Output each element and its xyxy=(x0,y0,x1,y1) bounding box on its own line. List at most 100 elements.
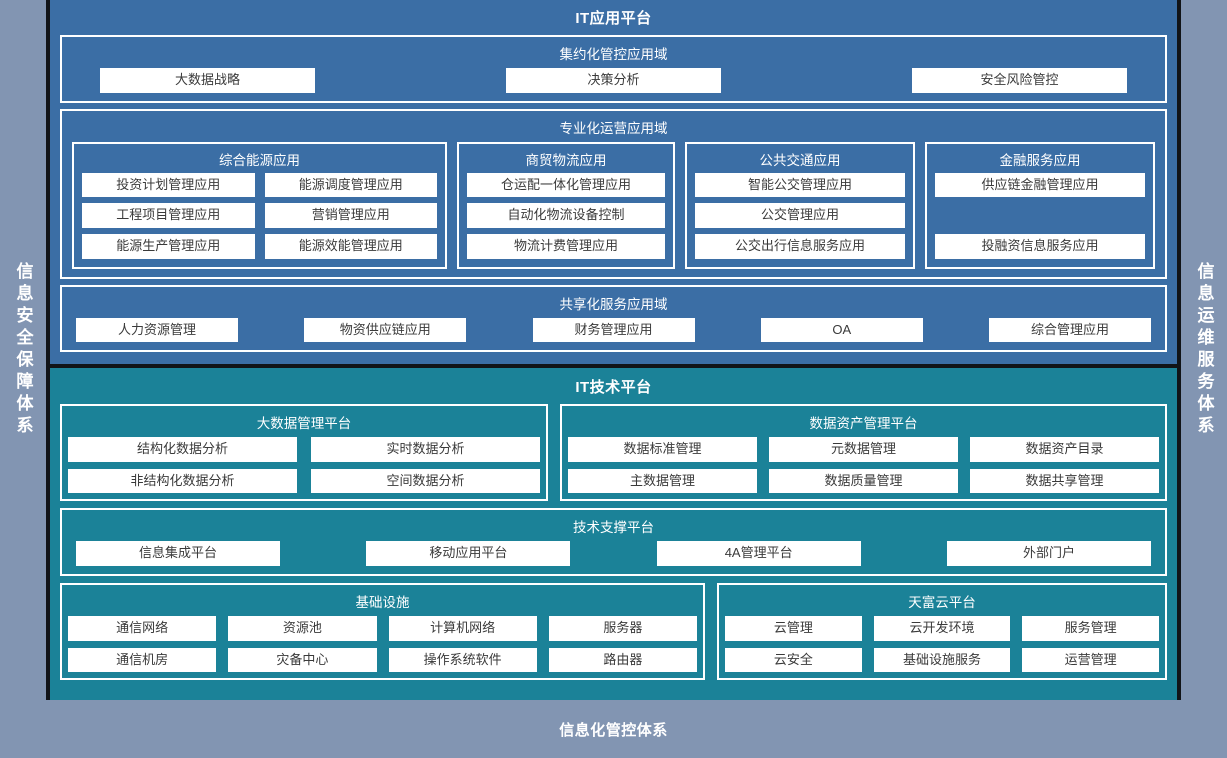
tech-chip[interactable]: 资源池 xyxy=(228,616,377,641)
main-band: 信息安全保障体系 IT应用平台 集约化管控应用域 大数据战略 决策分析 安全风险… xyxy=(0,0,1227,700)
domain-shared-title: 共享化服务应用域 xyxy=(559,296,668,312)
tech-chip[interactable]: 实时数据分析 xyxy=(311,437,540,462)
tech-chip[interactable]: 移动应用平台 xyxy=(366,541,571,567)
domain-professional-subpanels: 综合能源应用 投资计划管理应用 能源调度管理应用 工程项目管理应用 营销管理应用… xyxy=(68,141,1159,271)
box-technical-support: 技术支撑平台 信息集成平台 移动应用平台 4A管理平台 外部门户 xyxy=(60,508,1167,577)
domain-shared-items: 人力资源管理 物资供应链应用 财务管理应用 OA 综合管理应用 xyxy=(68,317,1159,345)
tech-chip[interactable]: 通信机房 xyxy=(68,647,217,673)
box-title: 大数据管理平台 xyxy=(256,416,352,432)
subpanel-trade-logistics: 商贸物流应用 仓运配一体化管理应用 自动化物流设备控制 物流计费管理应用 xyxy=(457,141,675,269)
domain-intensive-management: 集约化管控应用域 大数据战略 决策分析 安全风险管控 xyxy=(60,35,1167,103)
app-chip[interactable]: 综合管理应用 xyxy=(989,317,1151,343)
tech-chip[interactable]: 数据标准管理 xyxy=(568,437,757,462)
tech-chip[interactable]: 路由器 xyxy=(548,647,697,673)
box-items: 通信网络 资源池 计算机网络 服务器 通信机房 灾备中心 操作系统软件 路由器 xyxy=(68,616,697,673)
application-platform-title: IT应用平台 xyxy=(575,10,652,27)
app-chip[interactable]: 公交出行信息服务应用 xyxy=(695,233,905,259)
tech-chip[interactable]: 4A管理平台 xyxy=(656,541,861,567)
app-chip[interactable]: 仓运配一体化管理应用 xyxy=(467,172,665,198)
tech-chip[interactable]: 数据质量管理 xyxy=(769,468,958,494)
domain-intensive-items: 大数据战略 决策分析 安全风险管控 xyxy=(68,68,1159,95)
app-chip[interactable]: 能源生产管理应用 xyxy=(82,233,255,259)
left-rail-security-system: 信息安全保障体系 xyxy=(0,0,50,700)
it-technology-platform: IT技术平台 大数据管理平台 结构化数据分析 实时数据分析 非结构化数据分析 空… xyxy=(50,368,1177,700)
app-chip[interactable]: OA xyxy=(760,317,923,343)
tech-chip[interactable]: 信息集成平台 xyxy=(76,541,280,567)
box-data-asset-management: 数据资产管理平台 数据标准管理 元数据管理 数据资产目录 主数据管理 数据质量管… xyxy=(560,404,1167,502)
subpanel-items: 智能公交管理应用 公交管理应用 公交出行信息服务应用 xyxy=(695,172,905,259)
box-title: 天富云平台 xyxy=(908,595,976,611)
app-chip[interactable]: 物流计费管理应用 xyxy=(467,233,665,259)
data-platform-row: 大数据管理平台 结构化数据分析 实时数据分析 非结构化数据分析 空间数据分析 数… xyxy=(60,404,1167,502)
infrastructure-row: 基础设施 通信网络 资源池 计算机网络 服务器 通信机房 灾备中心 操作系统软件… xyxy=(60,583,1167,681)
subpanel-title: 金融服务应用 xyxy=(999,152,1081,168)
app-chip[interactable]: 财务管理应用 xyxy=(532,317,695,343)
tech-chip[interactable]: 云安全 xyxy=(725,647,862,673)
tech-chip[interactable]: 非结构化数据分析 xyxy=(68,468,297,494)
subpanel-title: 商贸物流应用 xyxy=(525,152,607,168)
tech-chip[interactable]: 元数据管理 xyxy=(769,437,958,462)
tech-chip[interactable]: 云开发环境 xyxy=(873,616,1011,641)
tech-chip[interactable]: 通信网络 xyxy=(68,616,217,641)
domain-professional-title: 专业化运营应用域 xyxy=(559,120,668,136)
app-chip[interactable]: 能源调度管理应用 xyxy=(264,172,437,198)
app-chip[interactable]: 物资供应链应用 xyxy=(304,317,467,343)
box-infrastructure: 基础设施 通信网络 资源池 计算机网络 服务器 通信机房 灾备中心 操作系统软件… xyxy=(60,583,705,681)
app-chip[interactable]: 投资计划管理应用 xyxy=(82,172,255,198)
bottom-bar-label: 信息化管控体系 xyxy=(559,721,668,739)
app-chip[interactable]: 能源效能管理应用 xyxy=(264,233,437,259)
box-title: 基础设施 xyxy=(355,595,410,611)
app-chip[interactable]: 供应链金融管理应用 xyxy=(935,172,1145,198)
domain-shared-services: 共享化服务应用域 人力资源管理 物资供应链应用 财务管理应用 OA 综合管理应用 xyxy=(60,284,1167,353)
subpanel-integrated-energy: 综合能源应用 投资计划管理应用 能源调度管理应用 工程项目管理应用 营销管理应用… xyxy=(72,141,447,269)
app-chip[interactable]: 智能公交管理应用 xyxy=(695,172,905,198)
domain-professional-operations: 专业化运营应用域 综合能源应用 投资计划管理应用 能源调度管理应用 工程项目管理… xyxy=(60,108,1167,279)
box-title: 技术支撑平台 xyxy=(573,520,654,536)
app-chip[interactable]: 人力资源管理 xyxy=(76,317,238,343)
box-title: 数据资产管理平台 xyxy=(809,416,918,432)
tech-chip[interactable]: 运营管理 xyxy=(1022,647,1159,673)
center-column: IT应用平台 集约化管控应用域 大数据战略 决策分析 安全风险管控 专业化运营应… xyxy=(50,0,1177,700)
app-chip-placeholder xyxy=(935,203,1145,228)
tech-chip[interactable]: 基础设施服务 xyxy=(873,647,1011,673)
subpanel-items: 投资计划管理应用 能源调度管理应用 工程项目管理应用 营销管理应用 能源生产管理… xyxy=(82,172,437,259)
tech-chip[interactable]: 云管理 xyxy=(725,616,862,641)
tech-chip[interactable]: 外部门户 xyxy=(946,541,1151,567)
app-chip[interactable]: 安全风险管控 xyxy=(912,68,1127,93)
box-items: 云管理 云开发环境 服务管理 云安全 基础设施服务 运营管理 xyxy=(725,616,1159,673)
technology-platform-title: IT技术平台 xyxy=(575,379,652,397)
app-chip[interactable]: 营销管理应用 xyxy=(264,203,437,228)
right-rail-label: 信息运维服务体系 xyxy=(1194,262,1214,438)
app-chip[interactable]: 公交管理应用 xyxy=(695,203,905,228)
app-chip[interactable]: 自动化物流设备控制 xyxy=(467,203,665,228)
tech-chip[interactable]: 计算机网络 xyxy=(388,616,537,641)
tech-chip[interactable]: 服务管理 xyxy=(1022,616,1159,641)
app-chip[interactable]: 决策分析 xyxy=(506,68,721,93)
domain-intensive-title: 集约化管控应用域 xyxy=(559,47,668,62)
bottom-bar-governance-system: 信息化管控体系 xyxy=(0,700,1227,758)
app-chip[interactable]: 大数据战略 xyxy=(100,68,315,93)
tech-chip[interactable]: 操作系统软件 xyxy=(388,647,537,673)
box-items: 信息集成平台 移动应用平台 4A管理平台 外部门户 xyxy=(68,541,1159,568)
tech-chip[interactable]: 空间数据分析 xyxy=(311,468,540,494)
left-rail-label: 信息安全保障体系 xyxy=(13,262,33,438)
right-rail-operations-system: 信息运维服务体系 xyxy=(1177,0,1227,700)
tech-chip[interactable]: 主数据管理 xyxy=(568,468,757,494)
app-chip[interactable]: 工程项目管理应用 xyxy=(82,203,255,228)
subpanel-financial-services: 金融服务应用 供应链金融管理应用 投融资信息服务应用 xyxy=(925,141,1155,269)
subpanel-items: 仓运配一体化管理应用 自动化物流设备控制 物流计费管理应用 xyxy=(467,172,665,259)
tech-chip[interactable]: 结构化数据分析 xyxy=(68,437,297,462)
box-items: 数据标准管理 元数据管理 数据资产目录 主数据管理 数据质量管理 数据共享管理 xyxy=(568,437,1159,494)
tech-chip[interactable]: 服务器 xyxy=(548,616,697,641)
box-big-data-management: 大数据管理平台 结构化数据分析 实时数据分析 非结构化数据分析 空间数据分析 xyxy=(60,404,548,502)
app-chip[interactable]: 投融资信息服务应用 xyxy=(935,233,1145,259)
box-items: 结构化数据分析 实时数据分析 非结构化数据分析 空间数据分析 xyxy=(68,437,540,494)
tech-chip[interactable]: 灾备中心 xyxy=(228,647,377,673)
subpanel-public-transit: 公共交通应用 智能公交管理应用 公交管理应用 公交出行信息服务应用 xyxy=(685,141,915,269)
tech-chip[interactable]: 数据资产目录 xyxy=(970,437,1159,462)
box-tianfu-cloud: 天富云平台 云管理 云开发环境 服务管理 云安全 基础设施服务 运营管理 xyxy=(717,583,1167,681)
it-application-platform: IT应用平台 集约化管控应用域 大数据战略 决策分析 安全风险管控 专业化运营应… xyxy=(50,0,1177,369)
subpanel-title: 公共交通应用 xyxy=(759,152,841,168)
tech-chip[interactable]: 数据共享管理 xyxy=(970,468,1159,494)
